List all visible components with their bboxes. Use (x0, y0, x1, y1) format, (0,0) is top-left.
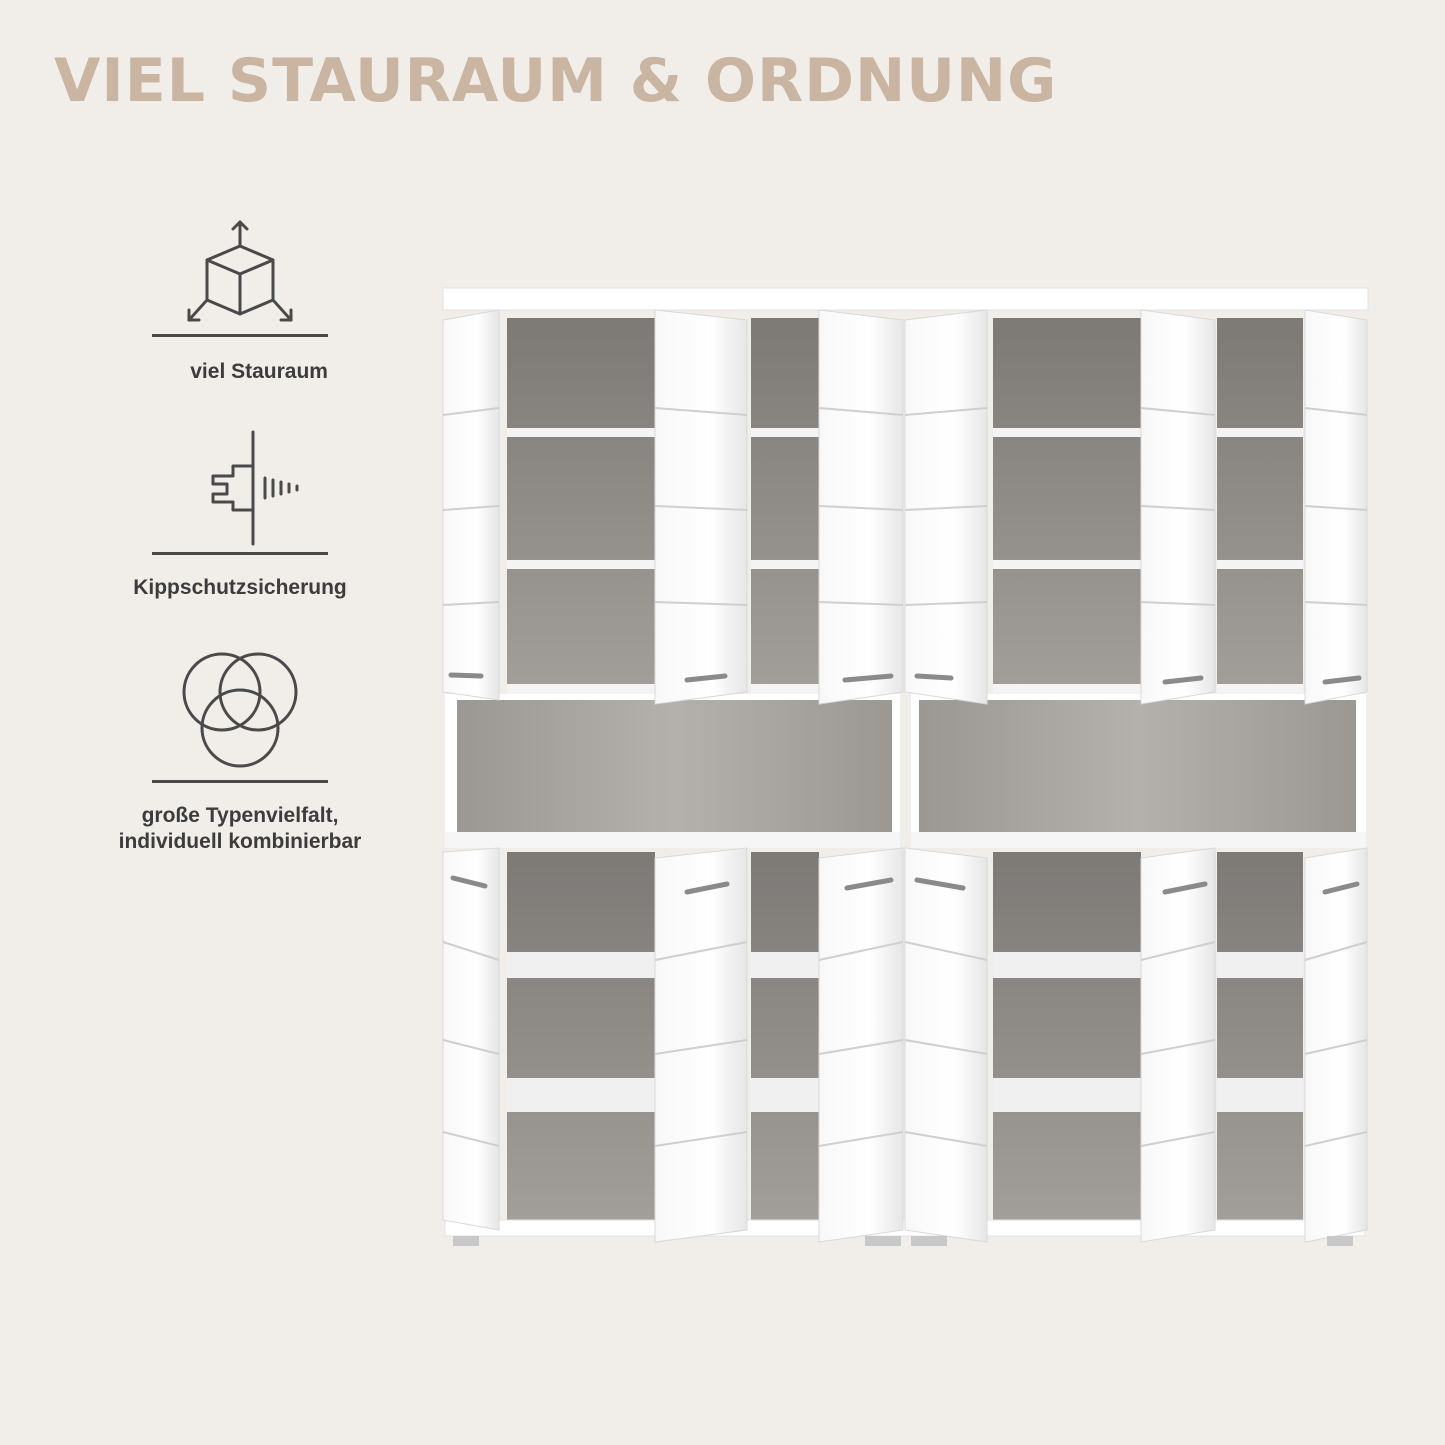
feature-label-storage: viel Stauraum (190, 360, 328, 383)
feature-label-variety: große Typenvielfalt, (141, 804, 339, 827)
lower-handles (450, 875, 1360, 895)
cube-dimensions-icon (187, 220, 293, 322)
divider (152, 780, 328, 783)
cabinet-feet (453, 1236, 1353, 1246)
feature-storage: viel Stauraum (152, 218, 328, 385)
upper-interiors (507, 318, 1303, 694)
feature-label-variety-line2: individuell kombinierbar (118, 830, 362, 853)
wall-anchor-screw-icon (211, 430, 299, 546)
headline: VIEL STAURAUM & ORDNUNG (54, 46, 1058, 116)
feature-variety: große Typenvielfalt, individuell kombini… (119, 650, 361, 855)
lower-door-grooves (442, 941, 1368, 1147)
feature-label-anti-tip: Kippschutzsicherung (133, 576, 347, 599)
open-compartments (445, 694, 1366, 848)
feature-anti-tip: Kippschutzsicherung (133, 430, 347, 601)
divider (152, 552, 328, 555)
upper-door-grooves (442, 407, 1368, 606)
cabinet-illustration (442, 287, 1369, 1246)
lower-interiors (444, 852, 1366, 1237)
cabinet-top (442, 287, 1369, 311)
upper-handles (448, 672, 1362, 685)
overlapping-circles-icon (182, 652, 298, 768)
divider (152, 334, 328, 337)
